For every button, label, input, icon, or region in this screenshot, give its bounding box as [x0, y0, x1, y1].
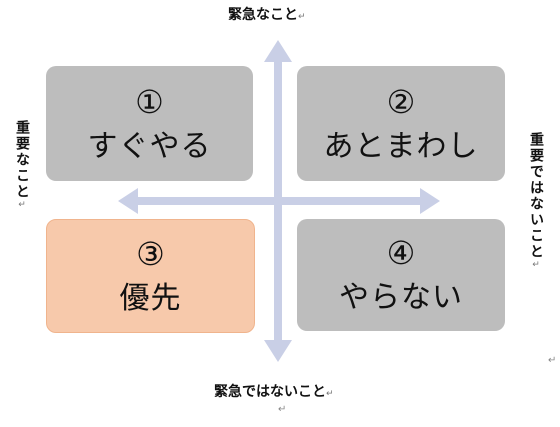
arrow-up-head: [264, 40, 292, 62]
paragraph-mark: ↵: [548, 355, 557, 366]
quadrant-text: 優先: [119, 281, 182, 316]
quadrant-text: あとまわし: [323, 128, 479, 164]
quadrant-4: ④ やらない: [297, 219, 505, 331]
quadrant-number: ④: [386, 234, 416, 272]
quadrant-text: やらない: [339, 280, 463, 315]
quadrant-3: ③ 優先: [46, 219, 255, 333]
label-urgent: 緊急なこと↵: [228, 7, 306, 23]
label-not-urgent: 緊急ではないこと↵: [214, 384, 334, 400]
label-not-important: 重要ではないこと↵: [528, 132, 544, 272]
quadrant-text: すぐやる: [87, 128, 212, 164]
paragraph-mark: ↵: [278, 404, 287, 415]
quadrant-number: ①: [135, 82, 164, 121]
quadrant-2: ② あとまわし: [297, 66, 505, 181]
arrow-left-head: [118, 188, 138, 214]
quadrant-1: ① すぐやる: [46, 66, 253, 181]
quadrant-number: ②: [386, 82, 416, 121]
arrow-down-head: [264, 340, 292, 362]
arrow-right-head: [420, 188, 440, 214]
quadrant-number: ③: [136, 235, 165, 273]
horizontal-axis-shaft: [132, 197, 427, 205]
label-important: 重要なこと↵: [14, 120, 30, 212]
